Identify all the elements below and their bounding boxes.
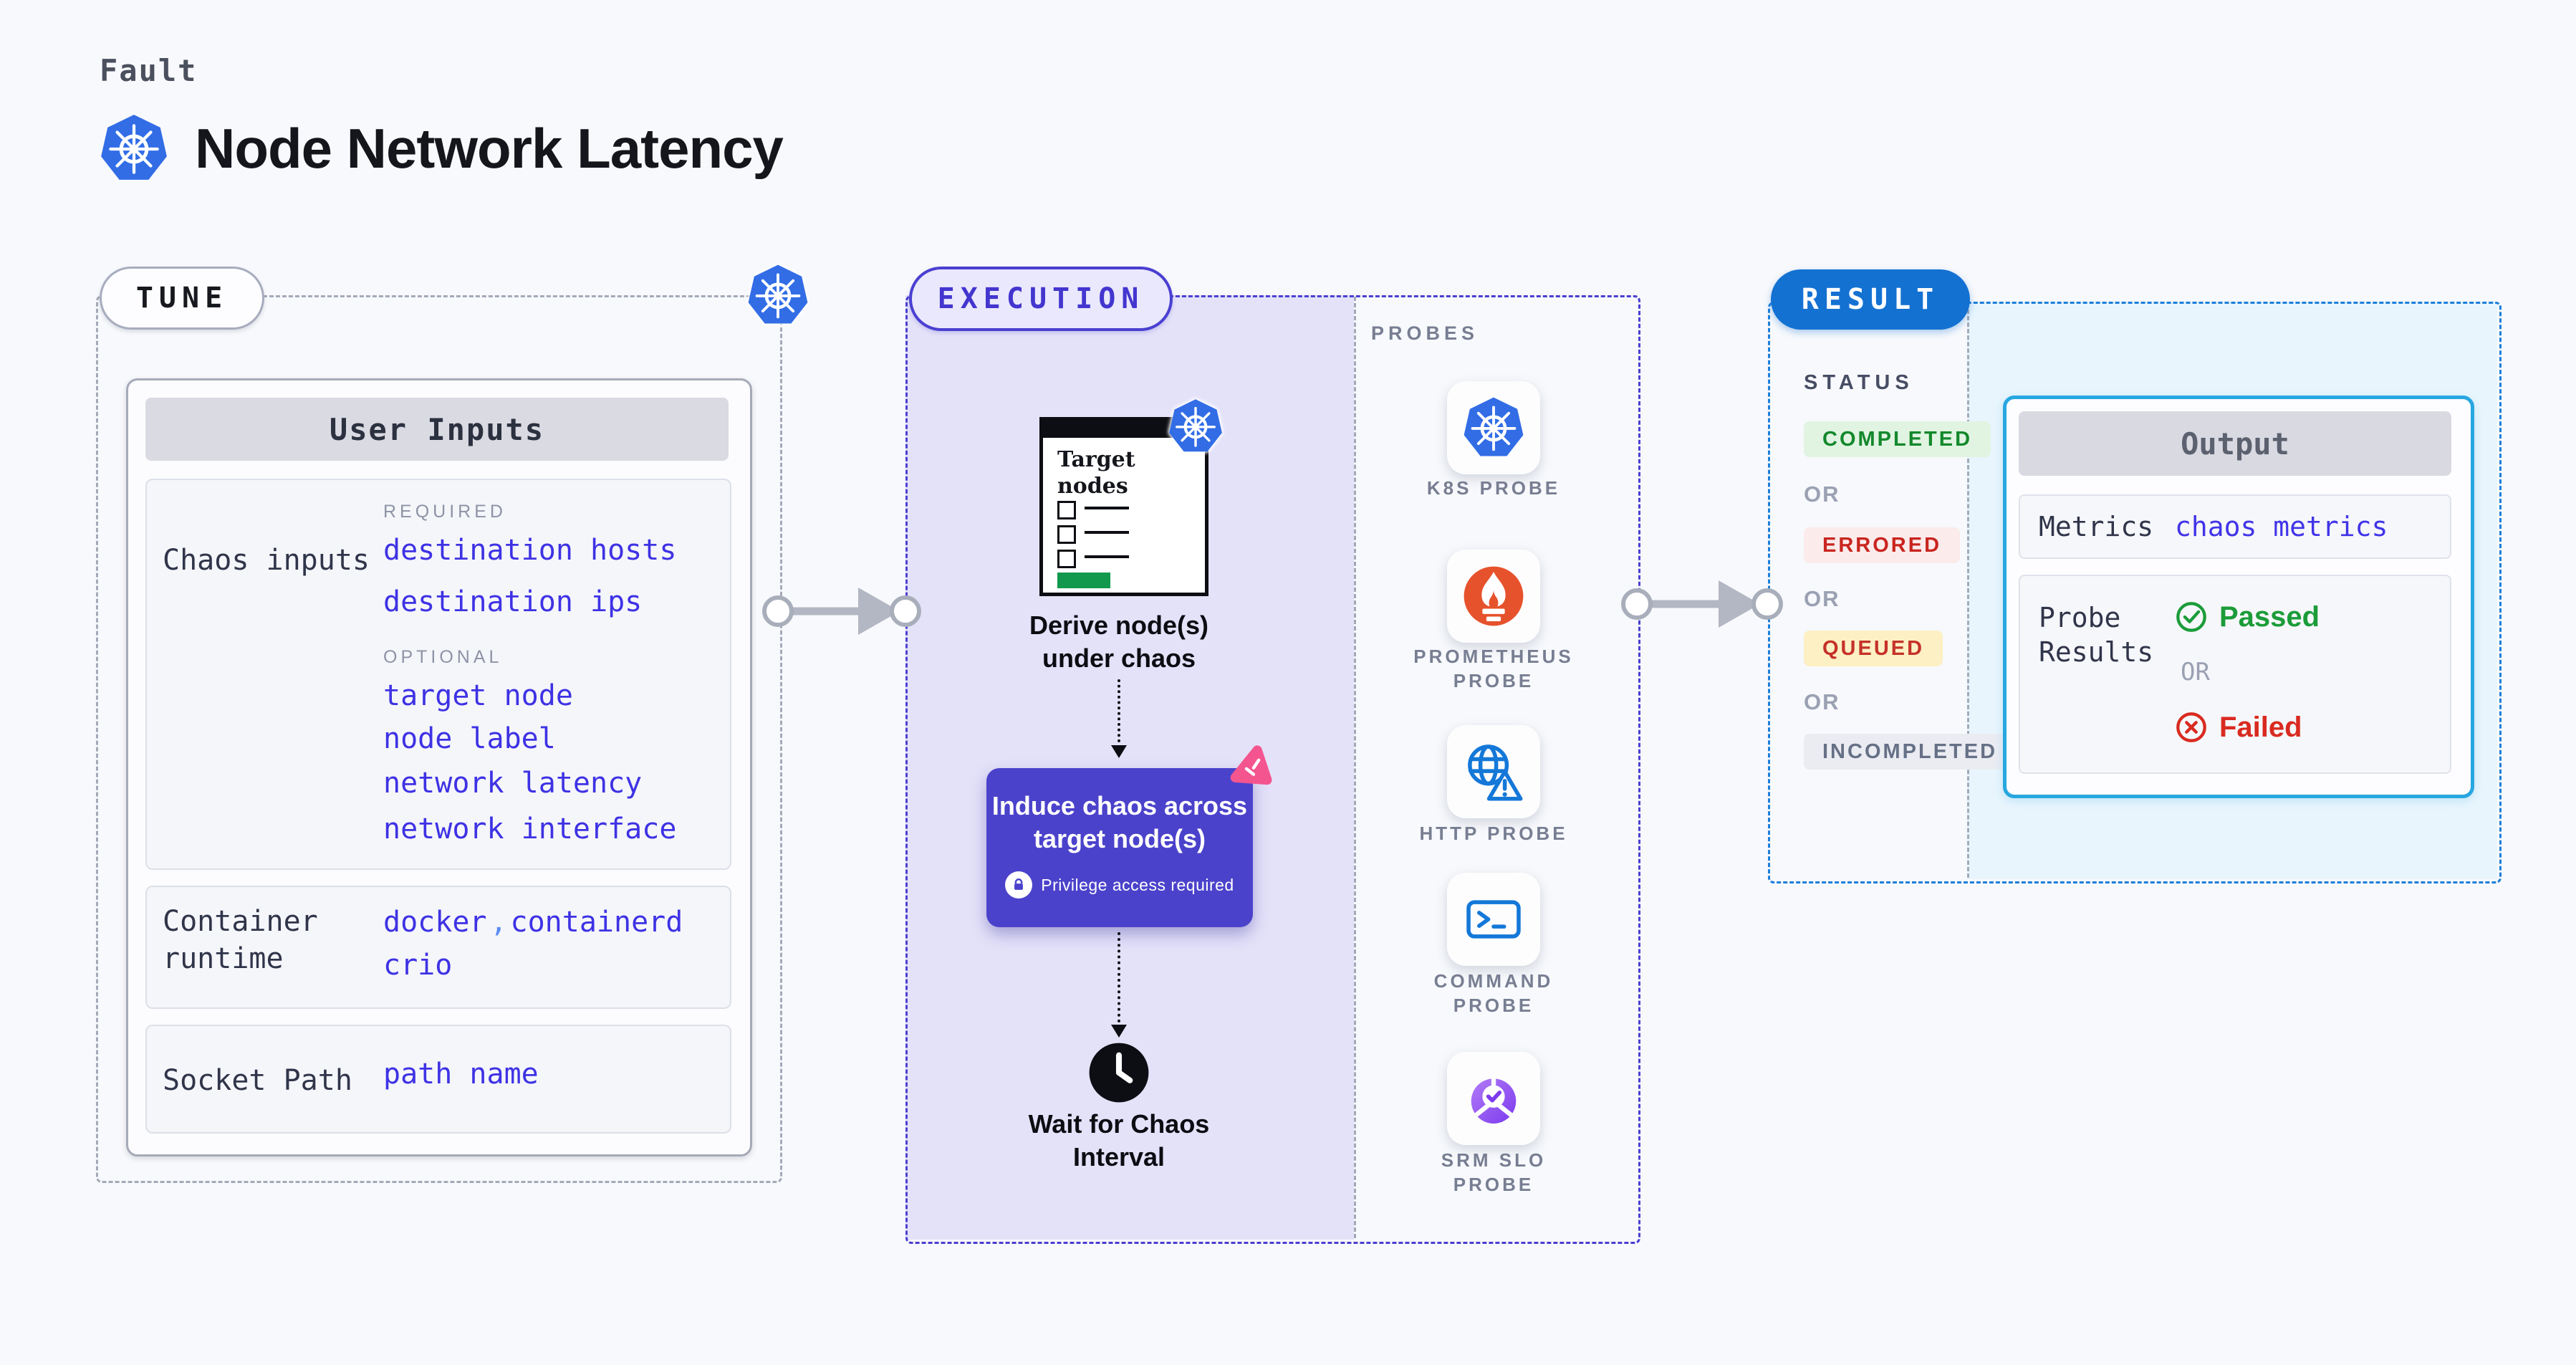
flow-connector [1118, 679, 1120, 742]
chaos-inputs-label: Chaos inputs [163, 544, 370, 577]
http-probe-label: HTTP PROBE [1419, 823, 1568, 844]
k8s-probe-label: K8S PROBE [1426, 477, 1561, 499]
fault-kind-label: Fault [100, 53, 198, 88]
flow-connector [1118, 932, 1120, 1022]
arrow-down-icon [1111, 1025, 1127, 1038]
chaos-inputs-values: REQUIRED destination hosts destination i… [383, 502, 676, 846]
failed-label: Failed [2219, 711, 2302, 743]
prometheus-probe-card [1447, 550, 1540, 643]
user-inputs-header: User Inputs [145, 398, 729, 461]
probes-divider [1354, 297, 1356, 1238]
litmus-chaos-icon [1222, 738, 1284, 800]
status-badge-errored: ERRORED [1804, 527, 1961, 563]
link-node-label[interactable]: node label [383, 722, 556, 755]
status-badge-incompleted: INCOMPLETED [1804, 734, 2017, 770]
command-probe-card [1447, 873, 1540, 966]
execution-to-result-arrow [1621, 580, 1783, 628]
tune-section-pill: TUNE [100, 267, 264, 330]
probe-results-row: Probe Results Passed OR Failed [2019, 575, 2451, 774]
or-label: OR [2181, 658, 2210, 686]
http-probe-card [1447, 725, 1540, 818]
list-line [1085, 507, 1129, 509]
derive-nodes-caption: Derive node(s) under chaos [1029, 610, 1209, 673]
induce-chaos-card: Induce chaos across target node(s) Privi… [986, 768, 1253, 927]
privilege-badge: Privilege access required [1005, 871, 1234, 899]
status-badge-queued: QUEUED [1804, 631, 1943, 666]
probes-heading: PROBES [1371, 322, 1479, 344]
link-path-name[interactable]: path name [383, 1058, 539, 1091]
wait-chaos-interval-caption: Wait for Chaos Interval [1028, 1109, 1210, 1172]
check-circle-icon [2175, 600, 2208, 633]
srm-slo-probe-label: SRM SLO PROBE [1441, 1149, 1547, 1195]
induce-chaos-title: Induce chaos across target node(s) [991, 791, 1248, 853]
failed-verdict: Failed [2175, 711, 2320, 744]
list-line [1085, 531, 1129, 534]
container-runtime-label: Container runtime [163, 905, 318, 975]
arrow-down-icon [1111, 745, 1127, 758]
link-destination-ips[interactable]: destination ips [383, 585, 643, 618]
clock-icon [1087, 1040, 1151, 1105]
execution-section-frame [905, 295, 1640, 1244]
status-divider [1967, 303, 1969, 878]
passed-verdict: Passed [2175, 600, 2320, 633]
container-runtime-row: Container runtime docker , containerd cr… [145, 886, 731, 1009]
link-docker[interactable]: docker [383, 906, 487, 939]
status-badge-completed: COMPLETED [1804, 421, 1991, 457]
privilege-badge-label: Privilege access required [1041, 875, 1234, 894]
socket-path-row: Socket Path path name [145, 1025, 731, 1134]
or-label: OR [1804, 586, 1840, 611]
runtime-separator: , [489, 906, 508, 939]
or-label: OR [1804, 689, 1840, 714]
probe-results-label: Probe Results [2039, 602, 2154, 668]
checkbox-icon [1057, 501, 1076, 519]
passed-label: Passed [2219, 600, 2320, 633]
kubernetes-icon [1461, 395, 1527, 461]
k8s-probe-card [1447, 381, 1540, 474]
optional-heading: OPTIONAL [383, 647, 503, 667]
status-heading: STATUS [1804, 371, 1914, 394]
output-header: Output [2019, 411, 2451, 476]
lock-icon [1005, 871, 1033, 899]
prometheus-probe-label: PROMETHEUS PROBE [1413, 646, 1574, 691]
kubernetes-icon [745, 262, 811, 328]
checkbox-icon [1057, 525, 1076, 544]
command-probe-label: COMMAND PROBE [1433, 970, 1554, 1016]
srm-slo-pie-check-icon [1461, 1065, 1527, 1131]
link-network-interface[interactable]: network interface [383, 813, 677, 846]
link-chaos-metrics[interactable]: chaos metrics [2175, 511, 2388, 542]
required-heading: REQUIRED [383, 502, 506, 522]
x-circle-icon [2175, 711, 2208, 744]
terminal-icon [1461, 886, 1527, 952]
link-containerd[interactable]: containerd [510, 906, 683, 939]
result-section-pill: RESULT [1771, 269, 1970, 330]
page-title: Node Network Latency [195, 117, 784, 180]
prometheus-icon [1461, 563, 1527, 629]
metrics-label: Metrics [2039, 511, 2154, 542]
target-nodes-title: Target nodes [1057, 447, 1135, 499]
link-crio[interactable]: crio [383, 949, 453, 982]
link-network-latency[interactable]: network latency [383, 767, 643, 800]
progress-bar [1057, 573, 1110, 588]
checkbox-icon [1057, 550, 1076, 568]
tune-section-frame [96, 295, 782, 1183]
kubernetes-icon [1166, 397, 1225, 456]
probe-results-verdicts: Passed OR Failed [2175, 600, 2320, 772]
metrics-row: Metrics chaos metrics [2019, 494, 2451, 559]
kubernetes-icon [97, 112, 170, 185]
http-globe-warning-icon [1461, 739, 1527, 805]
srm-slo-probe-card [1447, 1052, 1540, 1145]
tune-to-execution-arrow [762, 588, 921, 635]
execution-section-pill: EXECUTION [909, 267, 1173, 331]
chaos-inputs-row: Chaos inputs REQUIRED destination hosts … [145, 479, 731, 870]
link-target-node[interactable]: target node [383, 679, 573, 712]
status-pane [1768, 302, 1967, 879]
socket-path-label: Socket Path [163, 1064, 352, 1097]
link-destination-hosts[interactable]: destination hosts [383, 534, 677, 567]
list-line [1085, 555, 1129, 558]
or-label: OR [1804, 482, 1840, 507]
